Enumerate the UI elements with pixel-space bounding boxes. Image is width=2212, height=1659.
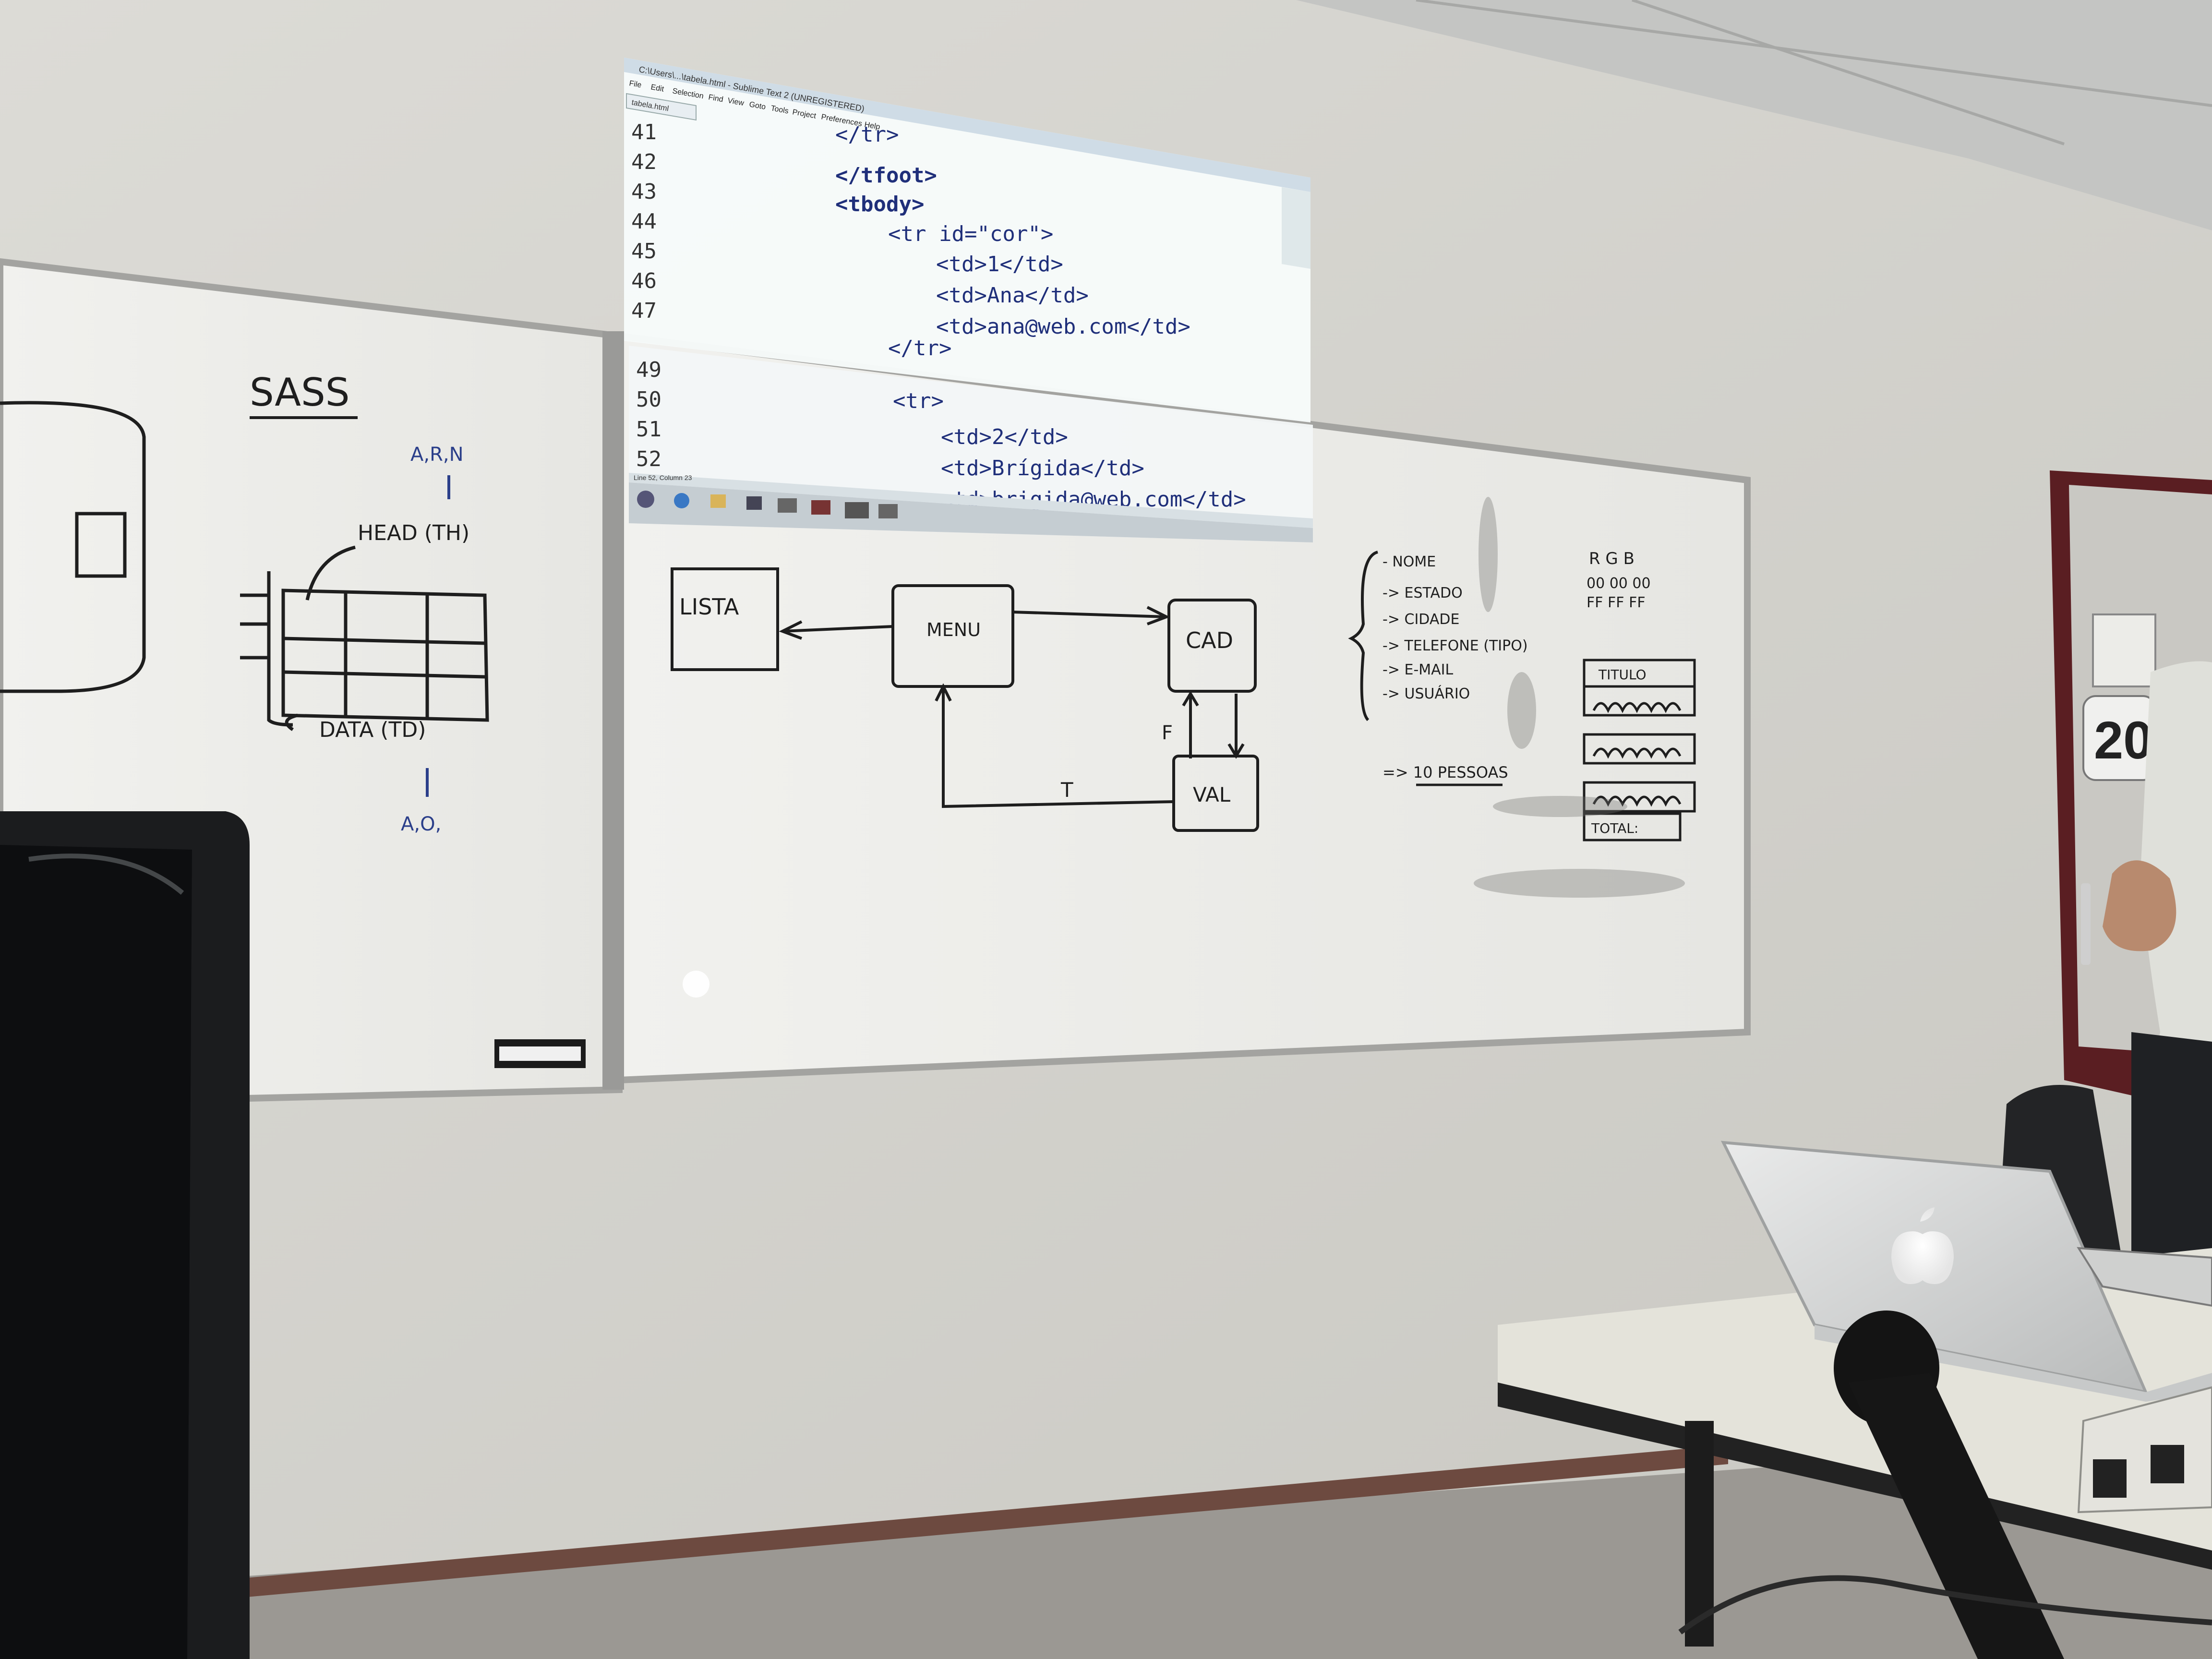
box-lista bbox=[671, 567, 779, 671]
rgb-black: 00 00 00 bbox=[1587, 575, 1651, 592]
people-note: => 10 PESSOAS bbox=[1382, 763, 1508, 781]
code-line: </tfoot> bbox=[835, 163, 937, 188]
field-usuario: -> USUÁRIO bbox=[1382, 685, 1470, 702]
flowchart bbox=[671, 567, 1259, 832]
sass-heading: SASS bbox=[250, 370, 358, 419]
code-bottom: 49 50 <tr> 51 <td>2</td> 52 <td>Brígida<… bbox=[636, 358, 1246, 512]
false-label: F bbox=[1162, 722, 1173, 744]
top-annotation: A,R,N bbox=[410, 444, 464, 466]
code-line: <td>2</td> bbox=[941, 425, 1068, 449]
door-handle[interactable] bbox=[2081, 883, 2091, 965]
line-number: 52 bbox=[636, 447, 661, 471]
microphone bbox=[1834, 1310, 2064, 1659]
board-bracket bbox=[602, 331, 624, 1090]
apple-logo-icon bbox=[1891, 1207, 1954, 1284]
field-telefone: -> TELEFONE (TIPO) bbox=[1382, 637, 1528, 654]
data-td-label: DATA (TD) bbox=[319, 718, 426, 742]
taskbar bbox=[629, 482, 1313, 542]
app-icon[interactable] bbox=[878, 504, 898, 518]
table-total-label: TOTAL: bbox=[1591, 820, 1638, 836]
code-line: <td>ana@web.com</td> bbox=[936, 314, 1190, 339]
folder-icon[interactable] bbox=[710, 494, 726, 508]
light-glare bbox=[683, 971, 709, 998]
field-estado: -> ESTADO bbox=[1382, 585, 1463, 601]
field-nome: - NOME bbox=[1382, 553, 1436, 570]
menu-edit[interactable]: Edit bbox=[650, 83, 665, 94]
field-brace bbox=[1348, 551, 1378, 721]
minimap bbox=[1282, 187, 1310, 269]
code-line: <td>Ana</td> bbox=[936, 283, 1089, 308]
box-cad bbox=[1167, 599, 1257, 693]
bottom-annotation: A,O, bbox=[401, 813, 441, 835]
start-orb-icon[interactable] bbox=[637, 491, 654, 508]
menu-help[interactable]: Help bbox=[864, 120, 880, 131]
true-label: T bbox=[1060, 778, 1073, 802]
door-sign bbox=[2092, 613, 2156, 687]
code-line: </tr> bbox=[835, 122, 899, 147]
code-line: <tbody> bbox=[835, 192, 924, 216]
line-number: 45 bbox=[631, 239, 657, 264]
line-number: 42 bbox=[631, 150, 657, 174]
app-icon[interactable] bbox=[811, 500, 830, 515]
line-number: 44 bbox=[631, 209, 657, 234]
status-bar bbox=[629, 473, 1313, 528]
status-text: Line 52, Column 23 bbox=[634, 474, 692, 481]
field-cidade: -> CIDADE bbox=[1382, 611, 1459, 628]
menu-view[interactable]: View bbox=[727, 96, 745, 108]
browser-icon[interactable] bbox=[674, 493, 689, 508]
table-mockup bbox=[1583, 659, 1696, 842]
cables bbox=[1678, 1575, 2212, 1635]
rgb-header: R G B bbox=[1589, 549, 1635, 568]
menu-find[interactable]: Find bbox=[708, 93, 724, 104]
person bbox=[2103, 661, 2212, 1296]
rgb-white: FF FF FF bbox=[1587, 594, 1646, 611]
line-number: 46 bbox=[631, 269, 657, 293]
val-label: VAL bbox=[1193, 783, 1231, 806]
projected-screen: C:\Users\...\tabela.html - Sublime Text … bbox=[624, 58, 1313, 998]
media-icon[interactable] bbox=[746, 496, 762, 510]
baseboard bbox=[230, 1445, 1728, 1599]
box-menu bbox=[891, 584, 1014, 688]
cad-label: CAD bbox=[1186, 627, 1233, 653]
ceiling-grid bbox=[1416, 0, 2212, 145]
menu-label: MENU bbox=[926, 619, 981, 640]
menu-file[interactable]: File bbox=[628, 79, 642, 89]
sass-title: SASS bbox=[250, 370, 350, 415]
line-number: 41 bbox=[631, 120, 657, 144]
box-val bbox=[1172, 755, 1259, 832]
code-line: <tr> bbox=[893, 389, 944, 413]
app-icon[interactable] bbox=[778, 498, 797, 513]
floor bbox=[0, 1435, 2212, 1659]
code-line: <td>Brígida</td> bbox=[941, 456, 1144, 481]
code-line: <tr id="cor"> bbox=[888, 222, 1053, 246]
code-line: <td>1</td> bbox=[936, 252, 1063, 276]
line-number: 47 bbox=[631, 299, 657, 323]
keyboard bbox=[2077, 1247, 2212, 1307]
line-number: 51 bbox=[636, 417, 661, 442]
taskbar-icons bbox=[637, 491, 898, 518]
field-list: - NOME -> ESTADO -> CIDADE -> TELEFONE (… bbox=[1382, 553, 1528, 702]
eraser-smudges bbox=[1474, 497, 1685, 898]
code-top: 41 </tr> 42 </tfoot> 43 <tbody> 44 <tr i… bbox=[631, 120, 1190, 361]
foreground-monitor bbox=[0, 811, 250, 1659]
laptop bbox=[1720, 1141, 2212, 1402]
line-number: 43 bbox=[631, 180, 657, 204]
lista-label: LISTA bbox=[679, 594, 739, 620]
head-th-label: HEAD (TH) bbox=[358, 521, 469, 545]
power-strip bbox=[2077, 1386, 2212, 1514]
table-title-label: TITULO bbox=[1598, 667, 1647, 683]
menu-goto[interactable]: Goto bbox=[748, 100, 766, 111]
line-number: 50 bbox=[636, 387, 661, 412]
sublime-icon[interactable] bbox=[845, 502, 869, 518]
table-sketch bbox=[240, 545, 489, 731]
ceiling-tiles bbox=[1296, 0, 2212, 230]
field-email: -> E-MAIL bbox=[1382, 661, 1454, 678]
line-number: 49 bbox=[636, 358, 661, 382]
menu-tools[interactable]: Tools bbox=[770, 104, 789, 115]
code-line: </tr> bbox=[888, 336, 951, 361]
laptop-base bbox=[1815, 1325, 2212, 1402]
